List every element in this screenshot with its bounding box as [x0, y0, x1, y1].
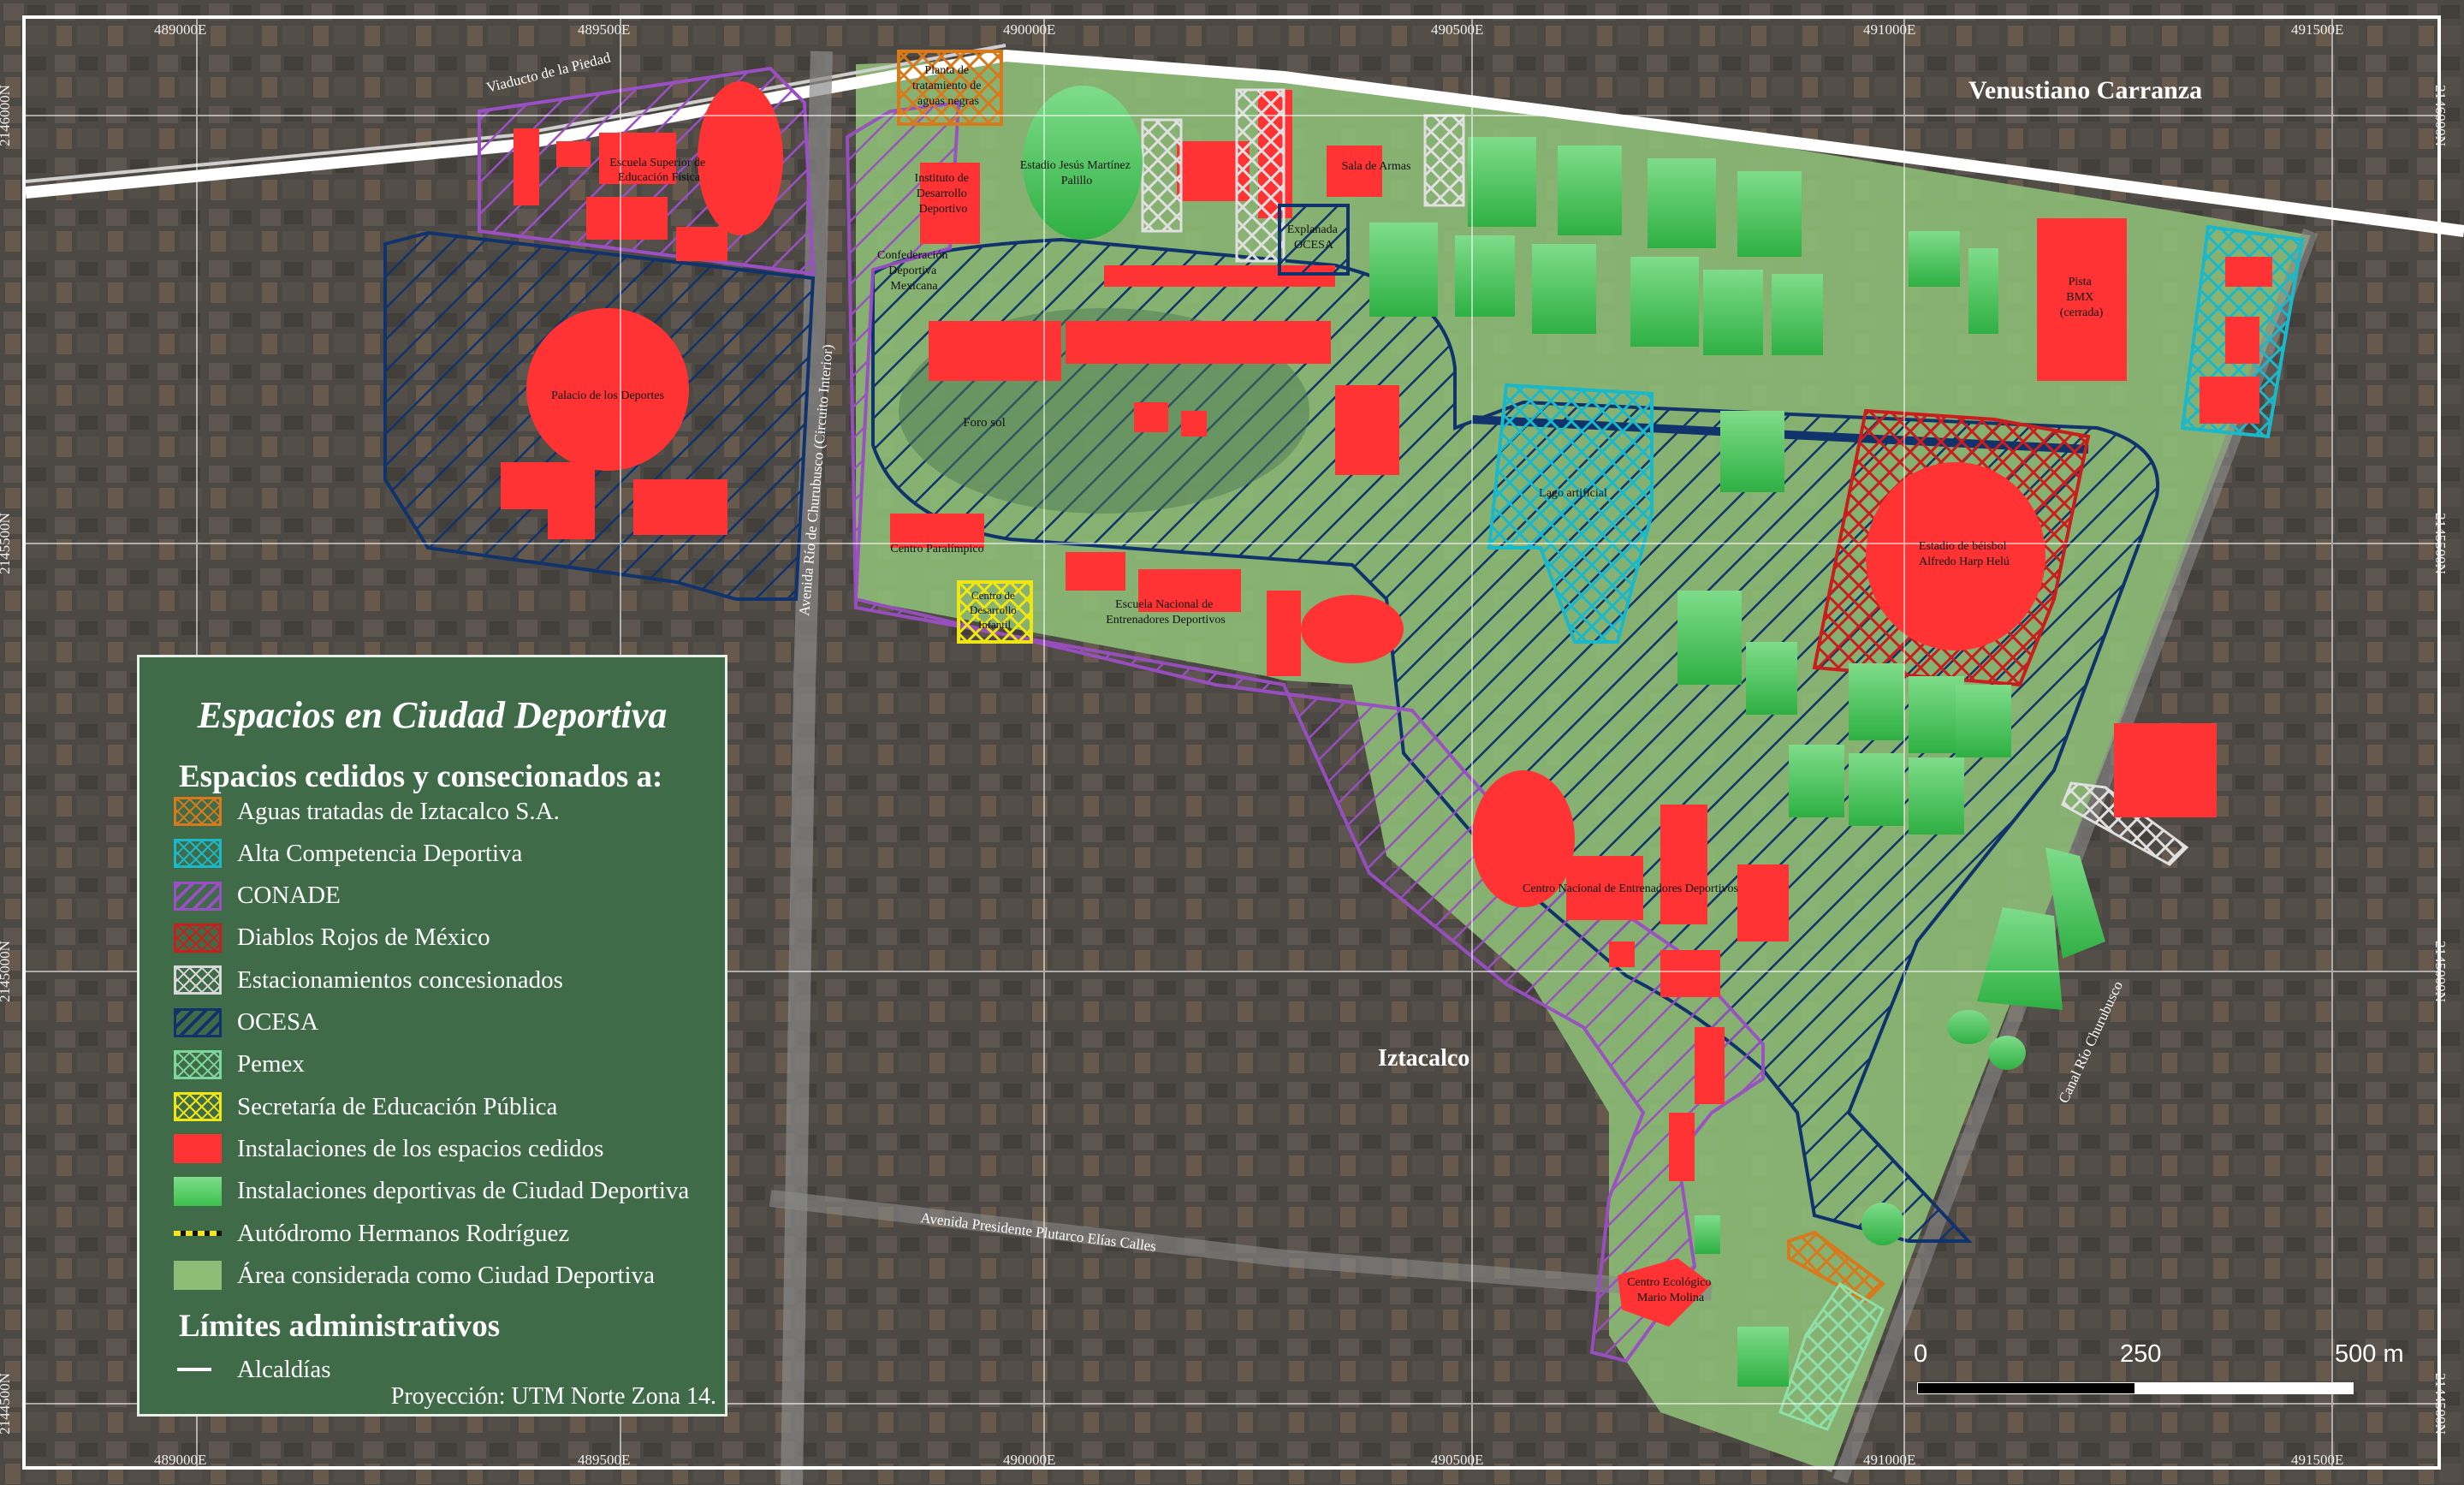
- coord-top-489500E: 489500E: [578, 21, 631, 38]
- label-esef: Escuela Superior de Educación Física: [609, 157, 708, 184]
- coord-right-2144500N: 2144500N: [2431, 1373, 2449, 1435]
- label-cne: Centro Nacional de Entrenadores Deportiv…: [1523, 882, 1738, 895]
- legend-item: Autódromo Hermanos Rodríguez: [174, 1215, 721, 1252]
- label-estadio-jm: Estadio Jesús Martínez Palillo: [1020, 159, 1134, 187]
- legend-item: Diablos Rojos de México: [174, 919, 721, 957]
- label-instituto: Instituto de Desarrollo Deportivo: [915, 172, 972, 216]
- coord-right-2146000N: 2146000N: [2431, 85, 2449, 146]
- label-explanada: Explanada OCESA: [1287, 223, 1341, 252]
- alcaldias-line-swatch: [177, 1368, 211, 1371]
- scale-label-0: 0: [1914, 1340, 1928, 1368]
- legend-item: Pemex: [174, 1046, 721, 1084]
- label-foro-sol: Foro sol: [963, 416, 1006, 430]
- legend-swatch: [174, 1092, 222, 1122]
- legend-swatch: [174, 881, 222, 911]
- legend-item-label: Autódromo Hermanos Rodríguez: [237, 1219, 570, 1247]
- label-beisbol: Estadio de béisbol Alfredo Harp Helú: [1919, 540, 2010, 568]
- scale-bar: [1917, 1382, 2354, 1394]
- legend-item: Área considerada como Ciudad Deportiva: [174, 1256, 721, 1294]
- coord-bottom-491500E: 491500E: [2291, 1452, 2344, 1468]
- label-planta: Planta de tratamiento de aguas negras: [912, 64, 984, 108]
- coord-bottom-490000E: 490000E: [1003, 1452, 1056, 1468]
- label-confederacion: Confederación Deportiva Mexicana: [877, 249, 951, 293]
- legend-item-alcaldias: Alcaldías: [174, 1351, 721, 1388]
- label-lago: Lago artificial: [1539, 487, 1607, 500]
- legend-swatch: [174, 1007, 222, 1037]
- coord-left-2144500N: 2144500N: [0, 1373, 13, 1435]
- legend-item: Aguas tratadas de Iztacalco S.A.: [174, 793, 721, 830]
- label-centro-infantil: Centro de Desarrollo Infantil: [970, 589, 1019, 631]
- legend-item-label: Alcaldías: [237, 1355, 331, 1383]
- label-iztacalco: Iztacalco: [1378, 1045, 1469, 1072]
- coord-right-2145500N: 2145500N: [2431, 513, 2449, 574]
- coord-left-2146000N: 2146000N: [0, 85, 13, 146]
- legend-item-label: Diablos Rojos de México: [237, 924, 490, 952]
- legend-item-label: Área considerada como Ciudad Deportiva: [237, 1261, 655, 1289]
- coord-left-2145500N: 2145500N: [0, 513, 13, 574]
- legend-item-label: Aguas tratadas de Iztacalco S.A.: [237, 797, 560, 825]
- legend-swatch: [174, 923, 222, 953]
- legend-swatch: [174, 1261, 222, 1291]
- legend-swatch: [174, 1231, 222, 1236]
- label-ecologico: Centro Ecológico Mario Molina: [1627, 1276, 1714, 1304]
- legend-title: Espacios en Ciudad Deportiva: [197, 694, 668, 736]
- legend-item: Secretaría de Educación Pública: [174, 1088, 721, 1126]
- legend-item-label: Instalaciones de los espacios cedidos: [237, 1134, 604, 1162]
- map-legend: Espacios en Ciudad Deportiva Espacios ce…: [137, 655, 727, 1417]
- label-palacio: Palacio de los Deportes: [551, 389, 664, 402]
- legend-projection: Proyección: UTM Norte Zona 14.: [390, 1383, 716, 1410]
- legend-subtitle: Espacios cedidos y consecionados a:: [179, 759, 663, 794]
- coord-bottom-491000E: 491000E: [1863, 1452, 1916, 1468]
- label-venustiano-carranza: Venustiano Carranza: [1968, 76, 2202, 104]
- legend-swatch: [174, 965, 222, 995]
- legend-swatch: [174, 839, 222, 869]
- coord-top-490000E: 490000E: [1003, 21, 1056, 38]
- legend-item: CONADE: [174, 877, 721, 915]
- coord-bottom-490500E: 490500E: [1431, 1452, 1484, 1468]
- legend-item: Alta Competencia Deportiva: [174, 835, 721, 872]
- legend-swatch: [174, 1134, 222, 1164]
- legend-item: Instalaciones deportivas de Ciudad Depor…: [174, 1173, 721, 1210]
- legend-item: OCESA: [174, 1004, 721, 1042]
- scale-label-500: 500 m: [2335, 1340, 2404, 1368]
- legend-swatch: [174, 797, 222, 826]
- legend-item-label: CONADE: [237, 882, 341, 910]
- legend-item: Instalaciones de los espacios cedidos: [174, 1130, 721, 1167]
- scale-label-250: 250: [2120, 1340, 2162, 1368]
- label-sala-armas: Sala de Armas: [1342, 160, 1411, 173]
- legend-item-label: OCESA: [237, 1008, 319, 1036]
- legend-item-label: Pemex: [237, 1050, 305, 1078]
- coord-top-489000E: 489000E: [154, 21, 207, 38]
- coord-top-491500E: 491500E: [2291, 21, 2344, 38]
- label-centro-paralimpico: Centro Paralímpico: [890, 543, 983, 555]
- legend-item: Estacionamientos concesionados: [174, 961, 721, 999]
- coord-left-2145000N: 2145000N: [0, 941, 13, 1002]
- legend-item-label: Secretaría de Educación Pública: [237, 1092, 558, 1120]
- coord-bottom-489500E: 489500E: [578, 1452, 631, 1468]
- legend-item-label: Alta Competencia Deportiva: [237, 839, 523, 867]
- legend-swatch: [174, 1176, 222, 1206]
- coord-top-491000E: 491000E: [1863, 21, 1916, 38]
- label-pista-bmx: Pista BMX (cerrada): [2060, 276, 2104, 319]
- coord-bottom-489000E: 489000E: [154, 1452, 207, 1468]
- coord-top-490500E: 490500E: [1431, 21, 1484, 38]
- coord-right-2145000N: 2145000N: [2431, 941, 2449, 1002]
- legend-item-label: Estacionamientos concesionados: [237, 965, 563, 994]
- label-escuela-nacional: Escuela Nacional de Entrenadores Deporti…: [1106, 598, 1226, 627]
- legend-swatch: [174, 1049, 222, 1079]
- legend-admin-title: Límites administrativos: [179, 1309, 501, 1344]
- legend-item-label: Instalaciones deportivas de Ciudad Depor…: [237, 1177, 690, 1205]
